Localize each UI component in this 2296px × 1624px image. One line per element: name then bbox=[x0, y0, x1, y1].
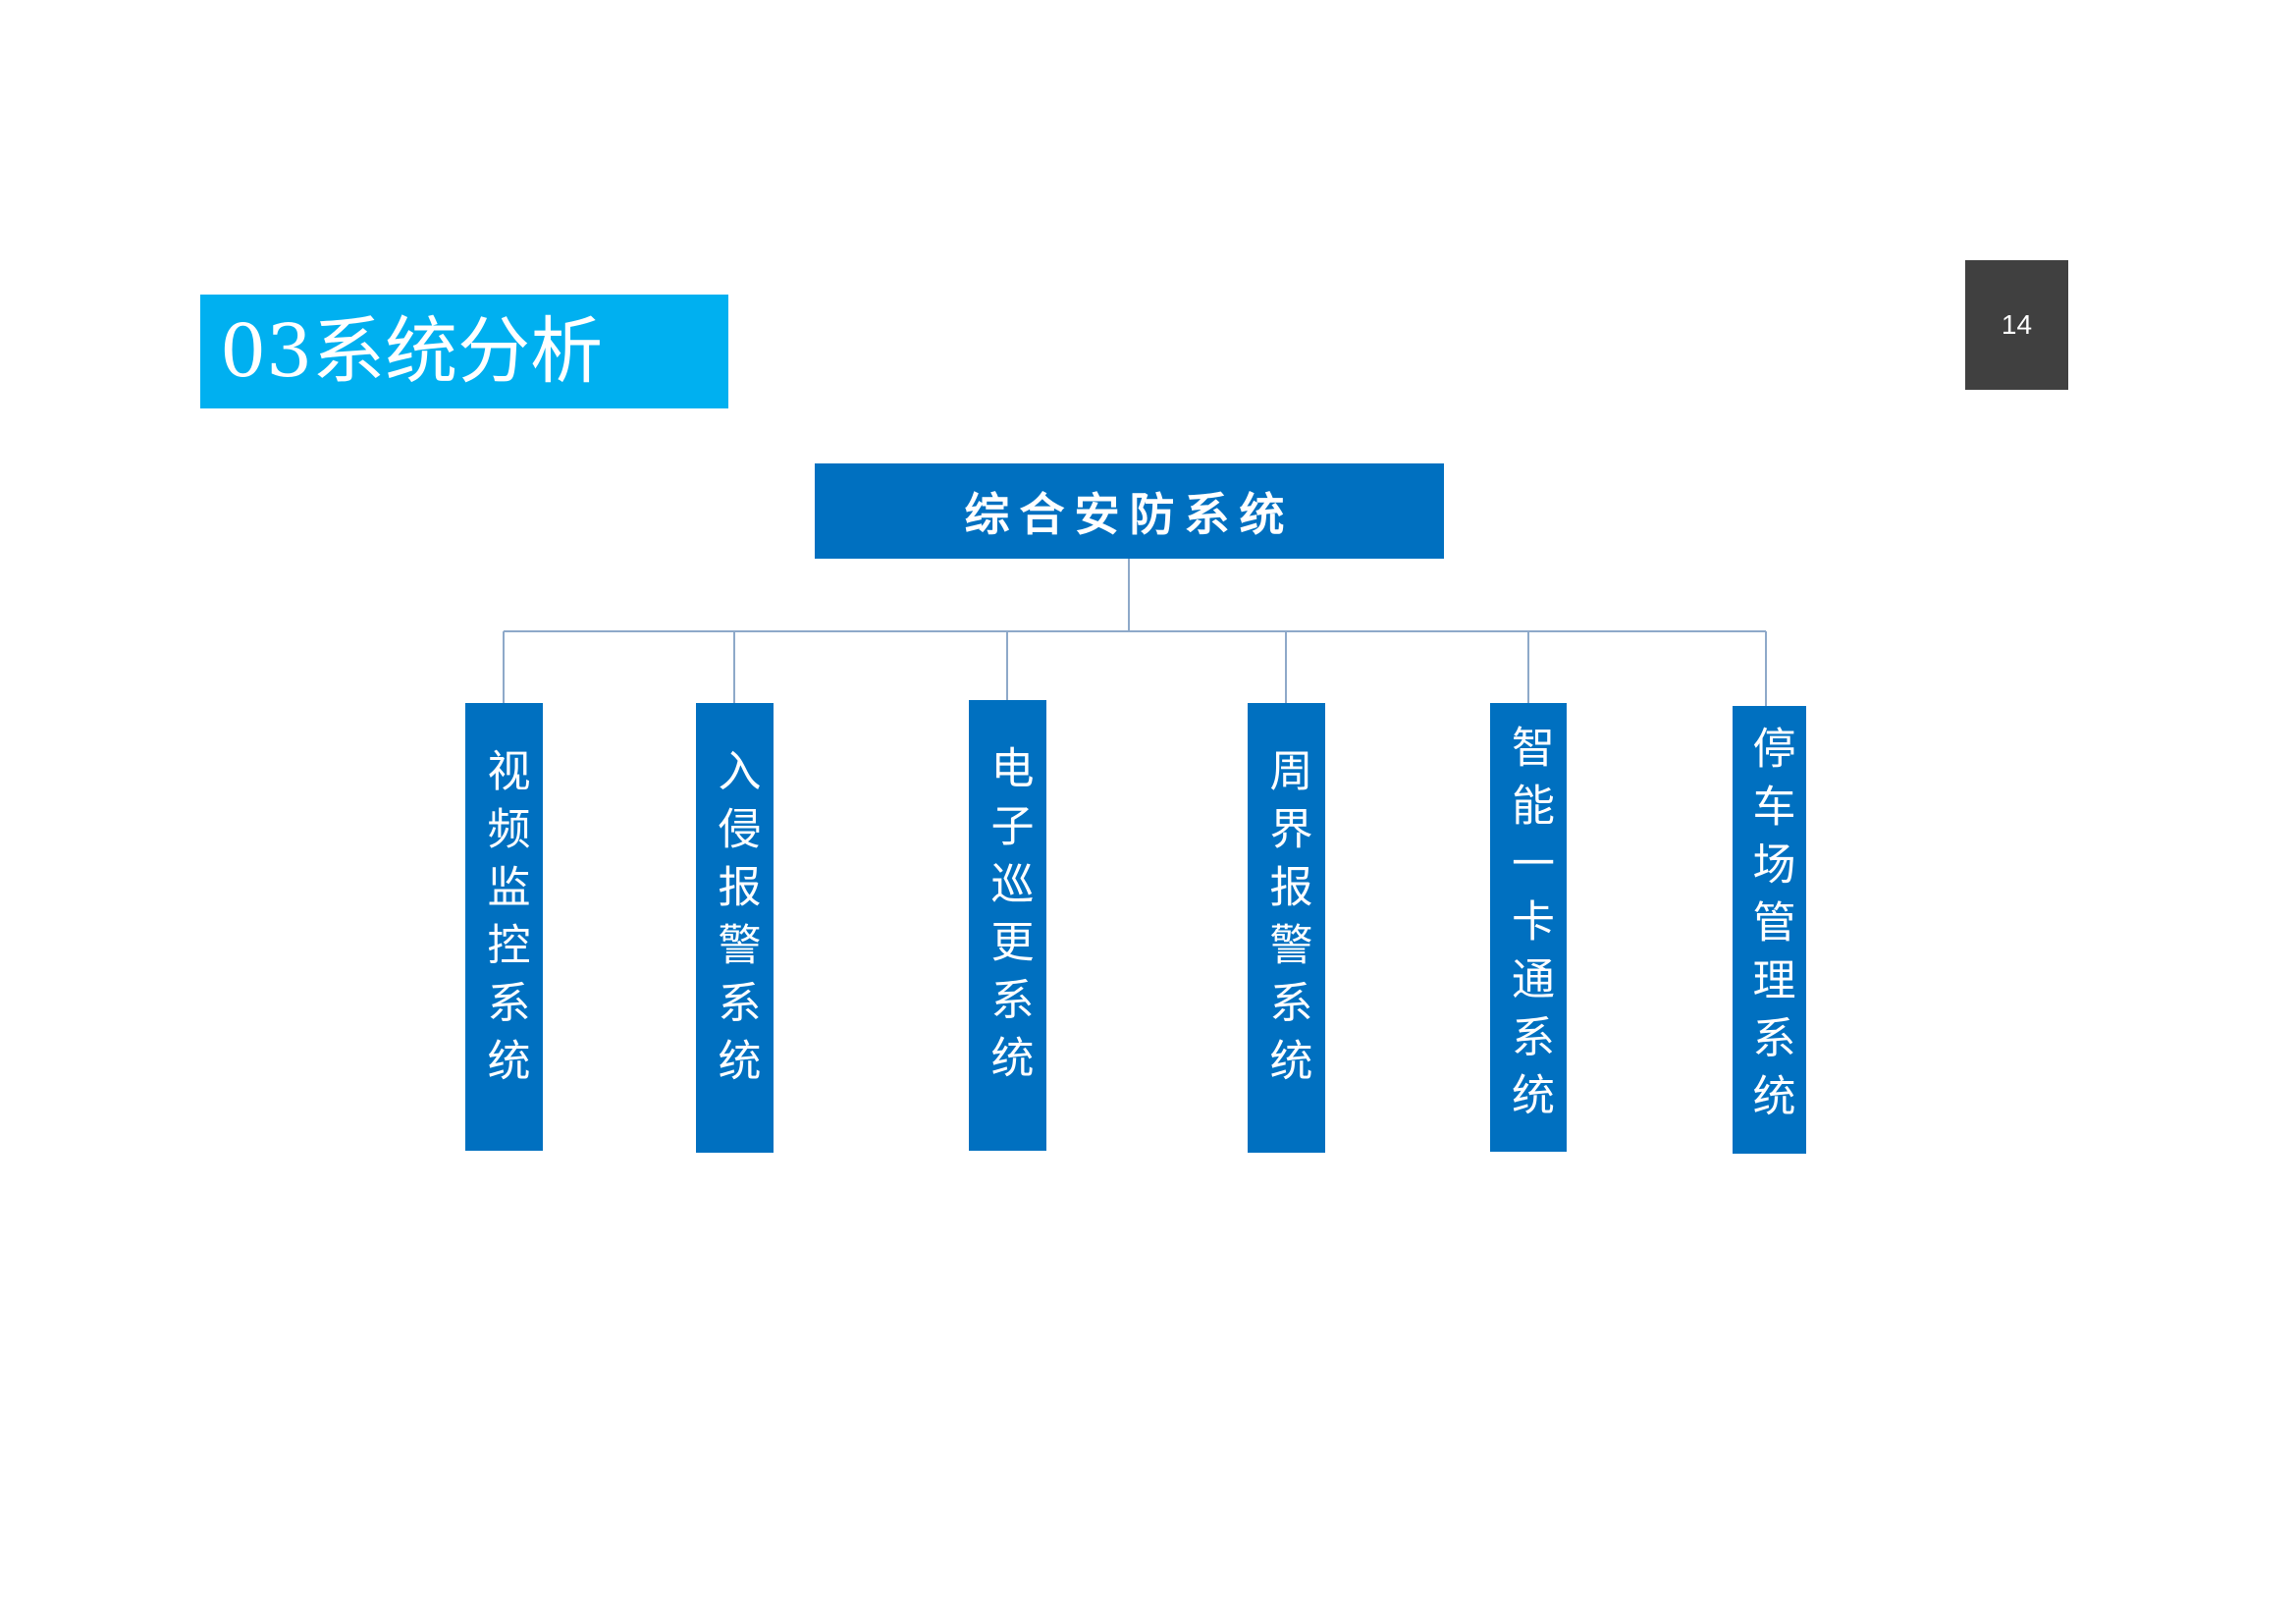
child-node-label: 智能一卡通系统 bbox=[1504, 725, 1554, 1130]
child-node-label: 入侵报警系统 bbox=[710, 748, 761, 1096]
section-title: 03系统分析 bbox=[200, 295, 728, 408]
child-node-label: 电子巡更系统 bbox=[983, 745, 1034, 1093]
child-node-intrusion-alarm: 入侵报警系统 bbox=[696, 703, 774, 1153]
root-node-label: 综合安防系统 bbox=[964, 487, 1295, 541]
child-node-video-surveillance: 视频监控系统 bbox=[465, 703, 543, 1151]
child-node-parking: 停车场管理系统 bbox=[1733, 706, 1806, 1154]
child-node-perimeter-alarm: 周界报警系统 bbox=[1248, 703, 1325, 1153]
root-node: 综合安防系统 bbox=[815, 463, 1444, 559]
child-node-smart-card: 智能一卡通系统 bbox=[1490, 703, 1567, 1152]
child-node-patrol: 电子巡更系统 bbox=[969, 700, 1046, 1151]
child-node-label: 停车场管理系统 bbox=[1744, 726, 1795, 1131]
child-node-label: 周界报警系统 bbox=[1261, 748, 1312, 1096]
child-node-label: 视频监控系统 bbox=[479, 748, 530, 1096]
page-number: 14 bbox=[1965, 260, 2068, 390]
